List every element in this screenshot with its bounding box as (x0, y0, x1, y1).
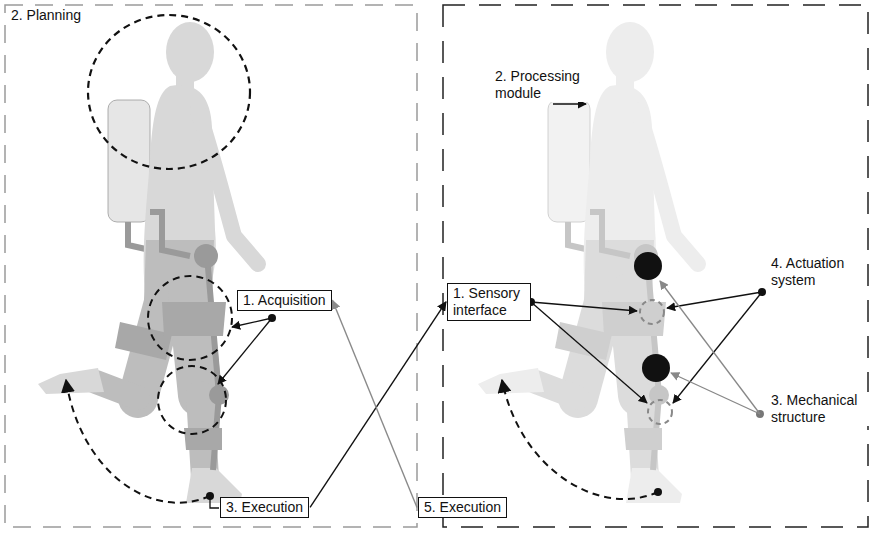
actuator-joint (634, 252, 662, 280)
brain-circle (88, 15, 250, 169)
connector-arrow (310, 302, 446, 508)
leader-line (667, 292, 762, 308)
text-box: 1. Acquisition (237, 290, 332, 311)
text-box: 5. Execution (418, 497, 507, 518)
box-label: 3. Execution (226, 499, 303, 516)
box-label: 1. Acquisition (243, 292, 326, 309)
hip-circle (148, 276, 232, 360)
sensor-circle (648, 400, 672, 424)
leader-dot (654, 488, 662, 496)
actuator-joint (642, 354, 670, 382)
panel-outline (5, 5, 417, 527)
box-label: 1. Sensory interface (453, 285, 525, 319)
leader-line (210, 496, 219, 508)
part-label: 3. Mechanical structure (770, 392, 872, 426)
knee-circle (158, 366, 226, 434)
connector-arrow (333, 300, 418, 507)
exoskeleton-figure (478, 22, 698, 503)
leader-line (660, 281, 760, 414)
part-label: 2. Processing module (494, 68, 596, 102)
leader-line (553, 103, 586, 104)
leader-line (218, 318, 272, 384)
leader-line (673, 292, 762, 403)
part-label: 2. Planning (10, 7, 82, 24)
panel-outline (443, 5, 868, 527)
trajectory (502, 380, 658, 499)
leader-line (671, 373, 760, 414)
trajectory (66, 380, 210, 503)
leader-line (531, 302, 637, 311)
box-label: 5. Execution (424, 499, 501, 516)
leader-line (531, 302, 647, 403)
text-box: 1. Sensory interface (447, 283, 531, 321)
human-figure (38, 22, 258, 503)
text-box: 3. Execution (220, 497, 309, 518)
sensor-circle (640, 300, 664, 324)
part-label: 4. Actuation system (770, 255, 867, 289)
